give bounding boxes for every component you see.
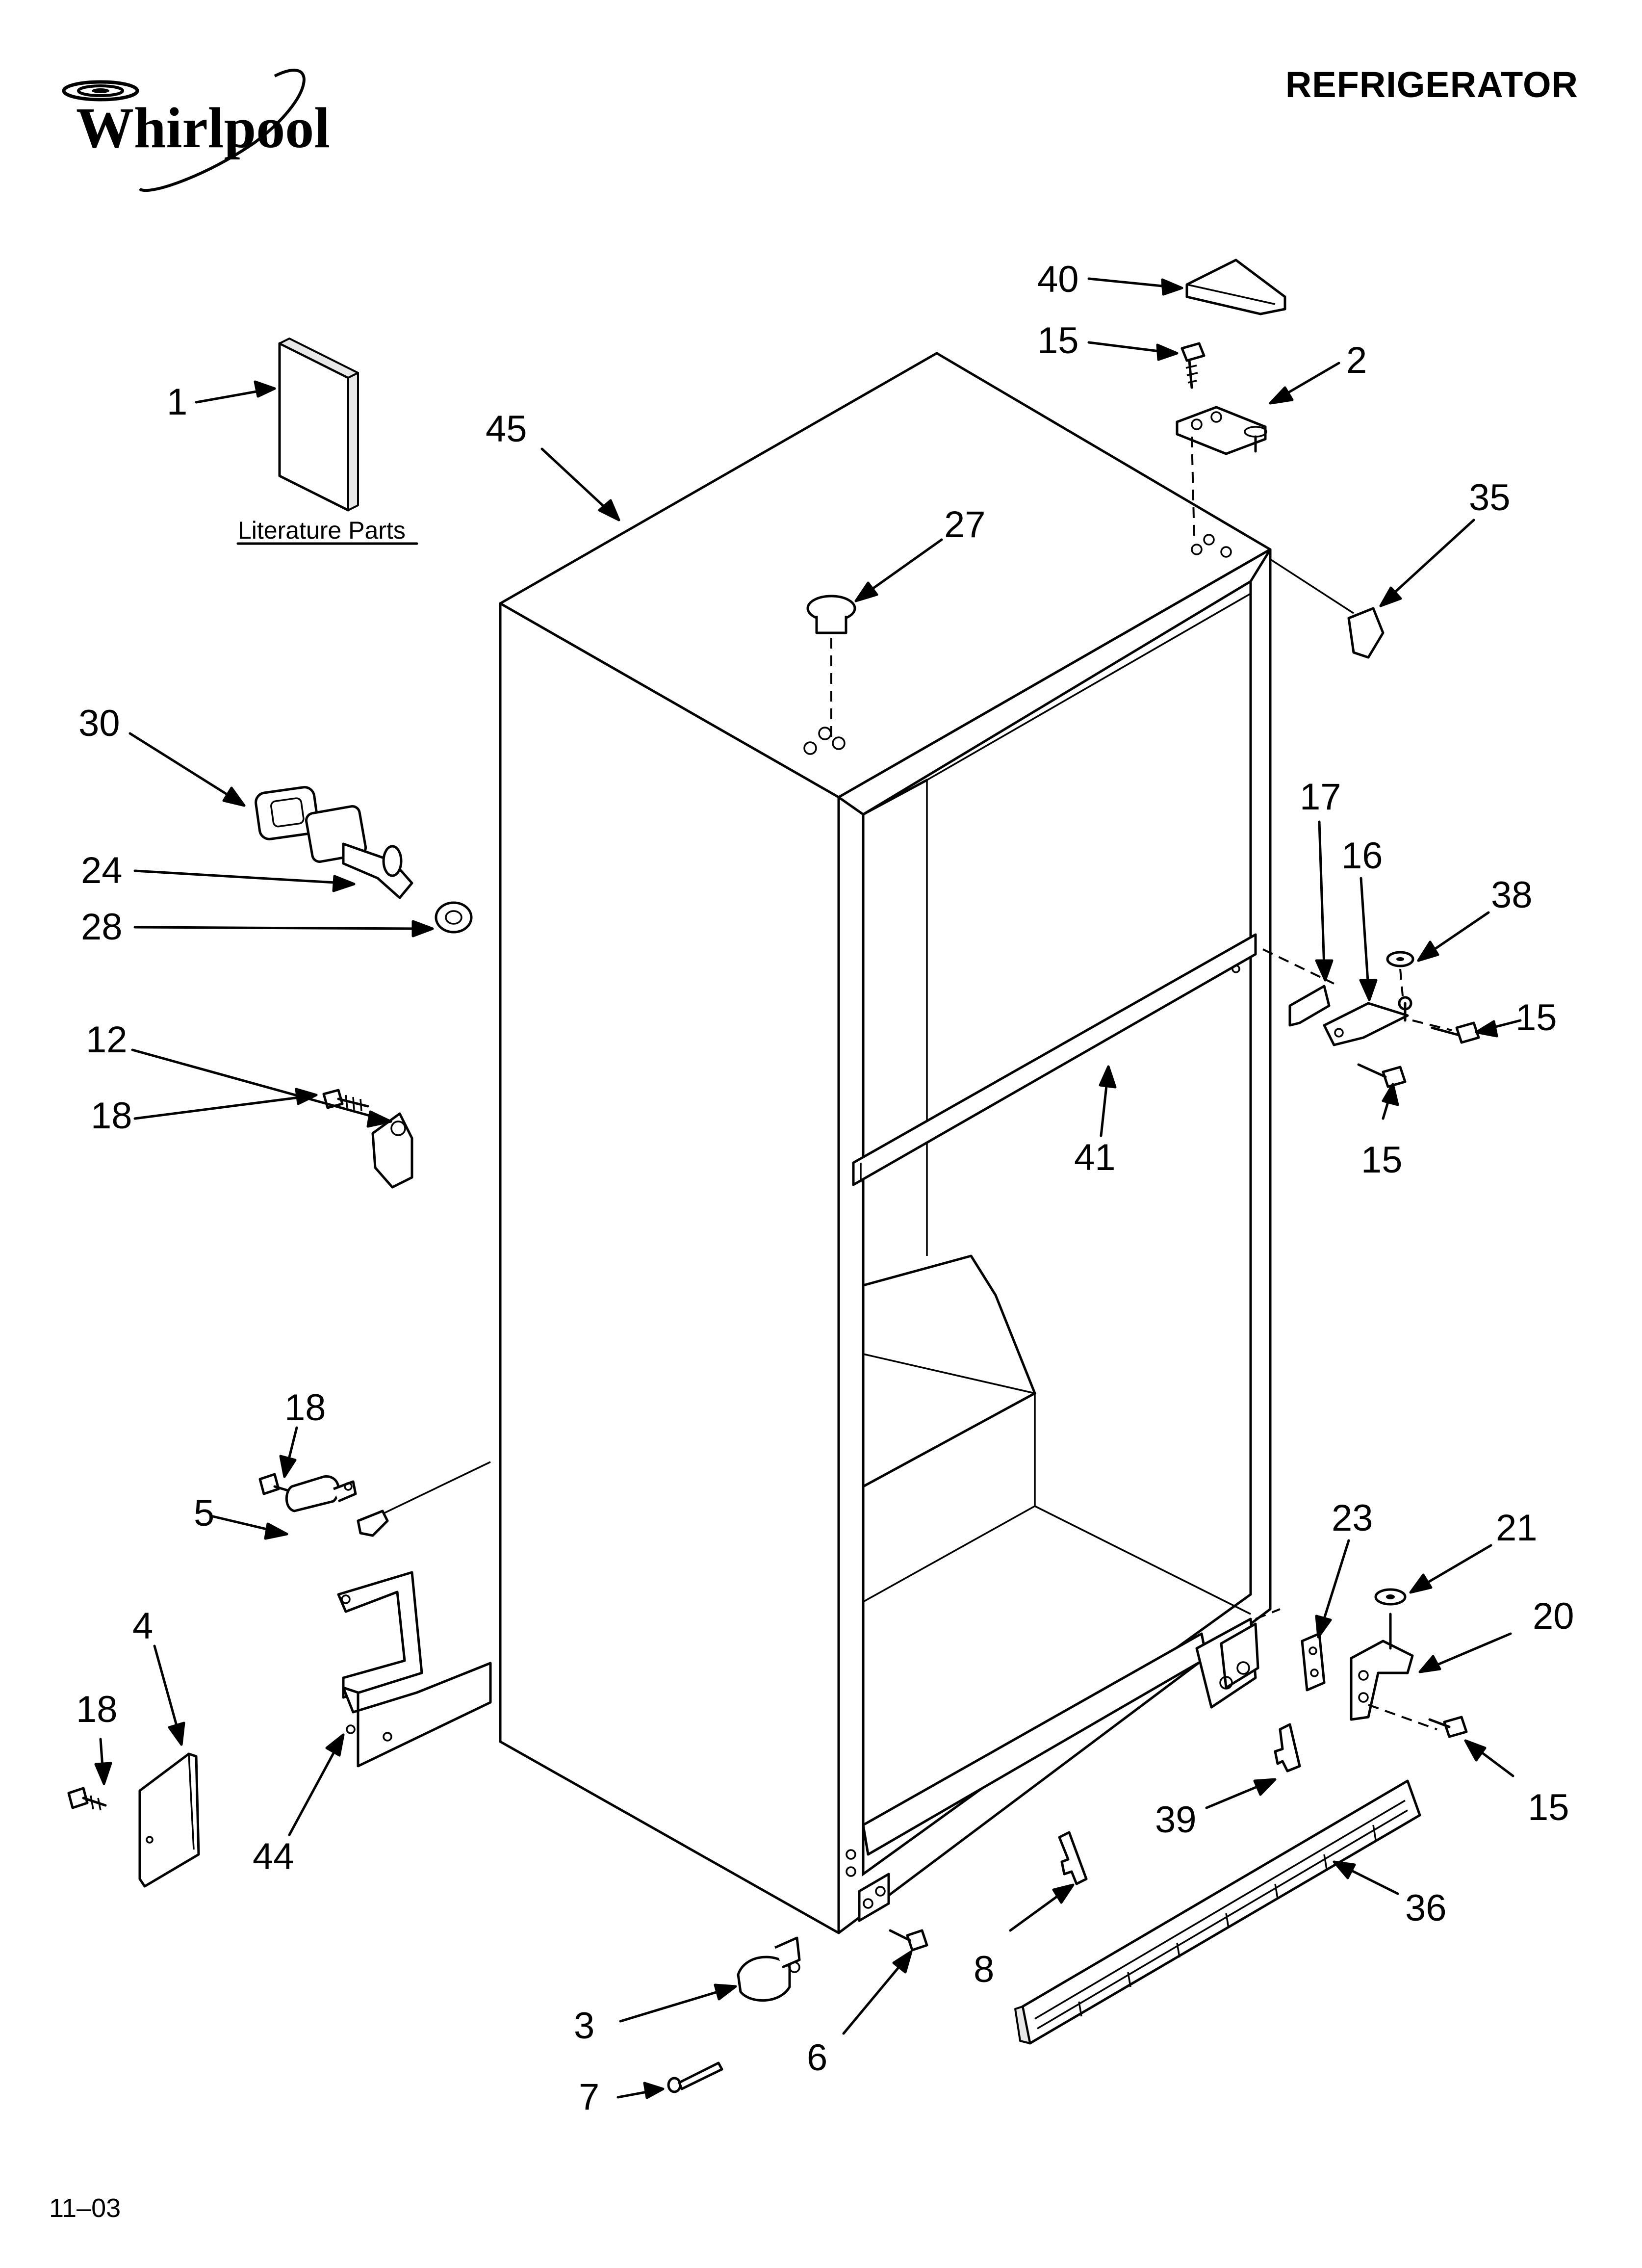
- base-grille: [1014, 1779, 1421, 2045]
- handle-gasket: [255, 786, 320, 840]
- top-hinge-screw: [1180, 342, 1206, 389]
- callout-28: 28: [81, 906, 123, 948]
- callout-23: 23: [1332, 1497, 1373, 1539]
- callout-12: 12: [86, 1019, 128, 1061]
- grille-clip-right: [1274, 1723, 1301, 1773]
- bottom-hinge-washer: [1374, 1588, 1407, 1606]
- callout-36: 36: [1405, 1887, 1447, 1929]
- literature-parts: Literature Parts: [236, 338, 418, 545]
- callout-30: 30: [78, 703, 120, 744]
- cable-clip: [285, 1461, 491, 1537]
- callout-8: 8: [974, 1949, 994, 1990]
- bottom-hinge: [1350, 1613, 1437, 1730]
- callout-labels: 40 15 2 1 45 27 35 30 24 28 17 16 38 15 …: [76, 259, 1574, 2118]
- callout-21: 21: [1496, 1507, 1538, 1549]
- corner-cover: [1270, 558, 1385, 659]
- callout-44: 44: [253, 1836, 294, 1877]
- hinge-cover-lower: [138, 1752, 200, 1888]
- lower-hinge-mount: [1195, 1608, 1281, 1709]
- center-hinge-screw-lower: [1357, 1063, 1407, 1088]
- leader-lines: [94, 277, 1522, 2099]
- callout-15-bottom: 15: [1528, 1787, 1569, 1828]
- callout-41: 41: [1074, 1137, 1116, 1178]
- center-hinge: [1323, 996, 1412, 1046]
- revision-code: 11–03: [49, 2193, 121, 2223]
- top-hinge: [1176, 406, 1267, 540]
- brand-wordmark: Whirlpool: [76, 96, 330, 160]
- callout-7: 7: [579, 2076, 599, 2118]
- callout-15-center: 15: [1515, 997, 1557, 1039]
- door-stop-bracket: [371, 1112, 413, 1189]
- callout-27: 27: [944, 504, 986, 546]
- literature-label: Literature Parts: [238, 517, 406, 544]
- callout-24: 24: [81, 850, 123, 891]
- callout-18-upper: 18: [91, 1095, 132, 1137]
- divider-rail: [852, 933, 1257, 1186]
- callout-40: 40: [1037, 259, 1079, 300]
- callout-16: 16: [1341, 835, 1383, 877]
- callout-1: 1: [167, 381, 187, 423]
- callout-2: 2: [1346, 339, 1367, 381]
- center-hinge-spacer: [1262, 948, 1334, 1027]
- callout-35: 35: [1469, 477, 1511, 519]
- page-title: REFRIGERATOR: [1285, 64, 1578, 105]
- bushing: [435, 901, 473, 934]
- callout-3: 3: [574, 2005, 594, 2047]
- refrigerator-cabinet: [499, 352, 1272, 1934]
- callout-17: 17: [1300, 776, 1341, 818]
- callout-18-middle: 18: [284, 1387, 326, 1429]
- top-plug: [806, 595, 856, 738]
- callout-15-lower: 15: [1361, 1139, 1403, 1181]
- callout-15-top: 15: [1037, 320, 1079, 362]
- hinge-cover: [1185, 259, 1286, 315]
- callout-20: 20: [1533, 1595, 1574, 1637]
- grille-clip-left: [1058, 1831, 1088, 1885]
- hinge-shaft: [305, 805, 413, 899]
- callout-6: 6: [807, 2037, 827, 2079]
- hinge-bracket-channel: [337, 1571, 492, 1768]
- callout-39: 39: [1155, 1799, 1197, 1841]
- callout-45: 45: [486, 408, 527, 450]
- callout-4: 4: [132, 1605, 153, 1647]
- bottom-hinge-screw: [1428, 1716, 1468, 1738]
- bottom-hinge-spacer: [1301, 1632, 1326, 1692]
- roller-pin: [667, 2061, 723, 2093]
- whirlpool-logo: Whirlpool: [62, 69, 330, 192]
- callout-18-lower: 18: [76, 1689, 118, 1730]
- center-hinge-washer: [1386, 951, 1414, 996]
- cover-screw: [67, 1787, 107, 1811]
- leveling-screw: [889, 1929, 928, 1952]
- callout-38: 38: [1491, 874, 1533, 916]
- center-hinge-screw-right: [1412, 1019, 1480, 1044]
- roller-assembly: [737, 1936, 801, 2002]
- callout-5: 5: [194, 1492, 214, 1534]
